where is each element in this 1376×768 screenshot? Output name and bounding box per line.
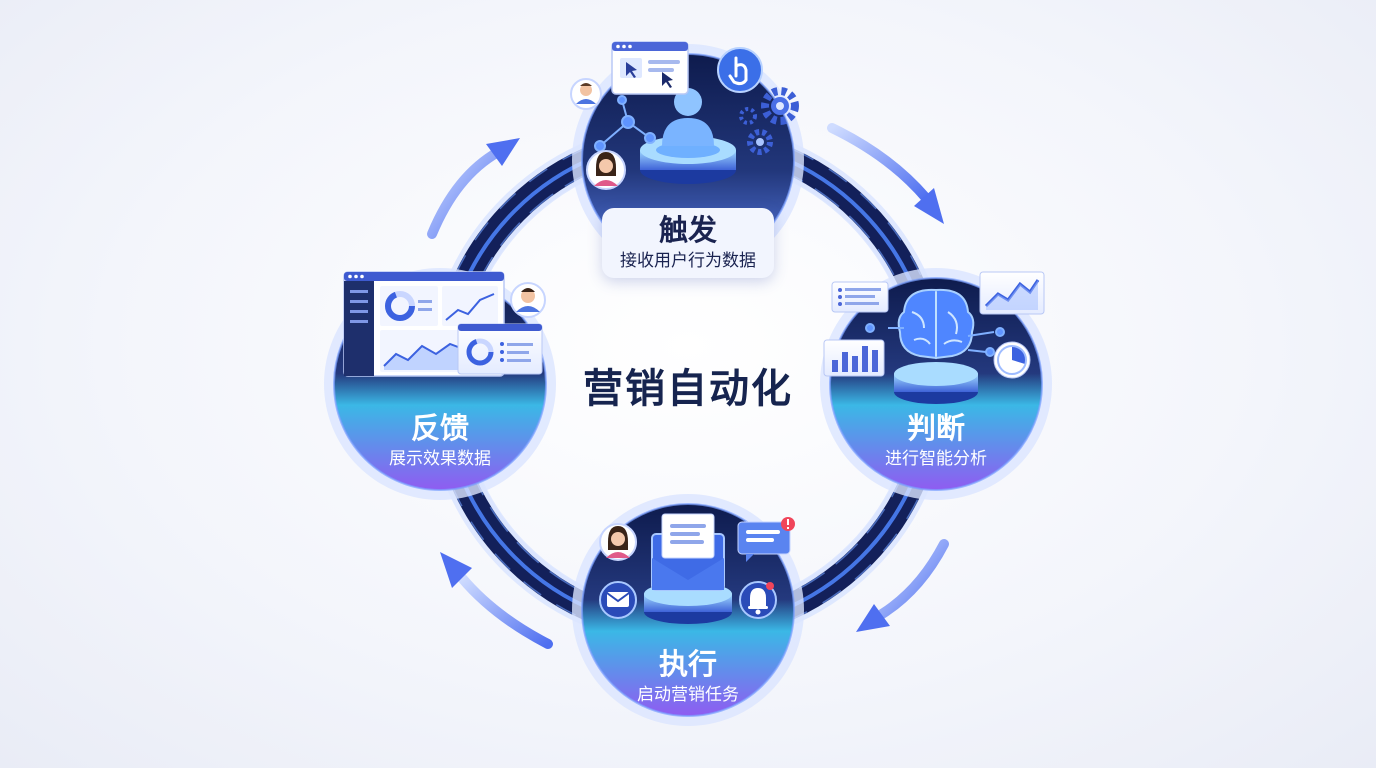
arrow-bottom-right-icon <box>856 539 949 632</box>
node-execute <box>572 494 804 726</box>
node-execute-label: 执行 启动营销任务 <box>608 646 768 706</box>
list-card-icon <box>831 281 889 313</box>
node-execute-title: 执行 <box>658 647 717 681</box>
flow-arrows <box>427 123 949 649</box>
chat-bubble-icon <box>737 517 795 562</box>
arrow-top-right-icon <box>827 123 944 224</box>
network-icon <box>594 95 656 152</box>
node-feedback-subtitle: 展示效果数据 <box>389 449 491 469</box>
touch-hand-icon <box>717 47 763 93</box>
arrow-bottom-left-icon <box>440 552 553 649</box>
donut-chart-icon <box>385 291 415 321</box>
pie-chart-icon <box>993 341 1031 379</box>
cursor-icon <box>626 62 637 78</box>
line-chart-icon <box>979 271 1045 315</box>
node-judge-label: 判断 进行智能分析 <box>856 410 1016 470</box>
user-bust-icon <box>662 88 714 146</box>
network-icon <box>865 323 1005 357</box>
node-feedback <box>324 268 556 500</box>
bar-chart-icon <box>823 339 885 377</box>
gear-icon <box>739 87 799 155</box>
node-trigger-subtitle: 接收用户行为数据 <box>620 251 756 271</box>
stat-card-icon <box>457 323 543 375</box>
node-judge-title: 判断 <box>906 411 965 445</box>
user-avatar-icon <box>586 150 626 190</box>
mail-icon <box>599 581 637 619</box>
user-avatar-icon <box>570 78 602 110</box>
node-trigger-label: 触发 接收用户行为数据 <box>602 208 774 278</box>
bell-icon <box>739 581 777 619</box>
platform-icon <box>894 362 978 404</box>
node-judge <box>820 268 1052 500</box>
node-trigger-title: 触发 <box>658 213 717 247</box>
node-execute-subtitle: 启动营销任务 <box>637 685 739 705</box>
arrow-top-left-icon <box>427 138 520 239</box>
user-avatar-icon <box>599 523 637 561</box>
node-feedback-title: 反馈 <box>410 411 469 445</box>
diagram-title: 营销自动化 <box>583 366 793 412</box>
user-avatar-icon <box>510 282 546 318</box>
brain-icon <box>897 288 975 360</box>
browser-window-icon <box>611 41 689 95</box>
cursor-icon <box>662 72 673 88</box>
area-chart-icon <box>383 342 467 370</box>
dashboard-icon <box>343 271 505 377</box>
node-feedback-label: 反馈 展示效果数据 <box>360 410 520 470</box>
node-judge-subtitle: 进行智能分析 <box>885 449 987 469</box>
envelope-icon <box>651 513 725 591</box>
